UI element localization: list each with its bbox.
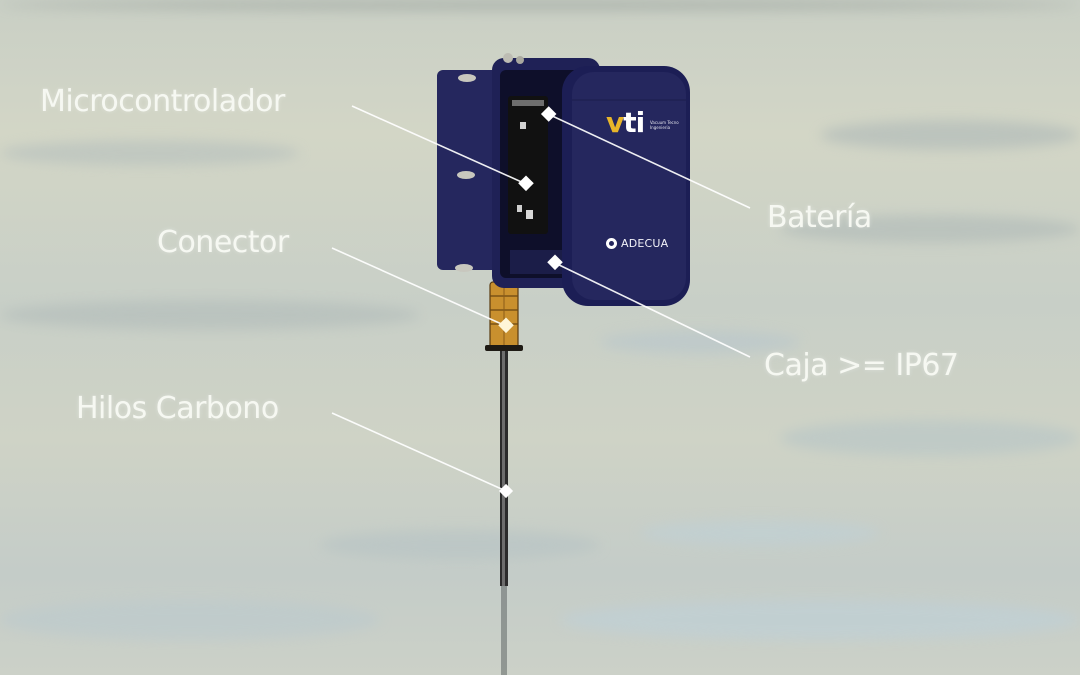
vti-logo: vti vti [606,106,645,139]
adecua-logo: ADECUA [606,237,668,250]
leader-caja [554,262,751,358]
circuit-board [508,96,580,274]
water-streak [820,120,1080,150]
leader-conector [331,247,507,327]
water-streak [600,330,800,354]
vti-logo-subtitle: Vacuum Tecno Ingenieria [650,120,679,130]
leader-hilos-carbono [331,412,507,492]
adecua-logo-text: ADECUA [621,237,669,250]
label-microcontrolador: Microcontrolador [40,84,285,119]
label-bateria: Batería [767,200,872,235]
water-streak [560,600,1080,640]
water-streak [640,520,880,546]
leader-microcontrolador [351,105,527,185]
water-streak [780,420,1080,456]
anchor-hilos-carbono [498,483,514,499]
connector [485,281,523,351]
enclosure-lid [562,66,690,306]
anchor-bateria [540,106,557,122]
water-streak [0,0,1080,10]
label-caja: Caja >= IP67 [764,348,959,383]
water-streak [780,215,1080,243]
water-streak [320,530,600,560]
leader-bateria [547,113,751,209]
vti-logo-ti: ti [623,106,645,139]
carbon-rod [500,350,508,675]
label-hilos-carbono: Hilos Carbono [76,391,279,426]
water-streak [0,300,420,330]
anchor-conector [498,317,514,334]
anchor-caja [547,254,563,271]
water-streak [0,140,300,166]
adecua-hexagon-icon [606,238,617,249]
water-streak [0,600,380,640]
label-conector: Conector [157,225,289,260]
vti-logo-v: v [606,106,624,139]
anchor-microcontrolador [518,175,534,192]
